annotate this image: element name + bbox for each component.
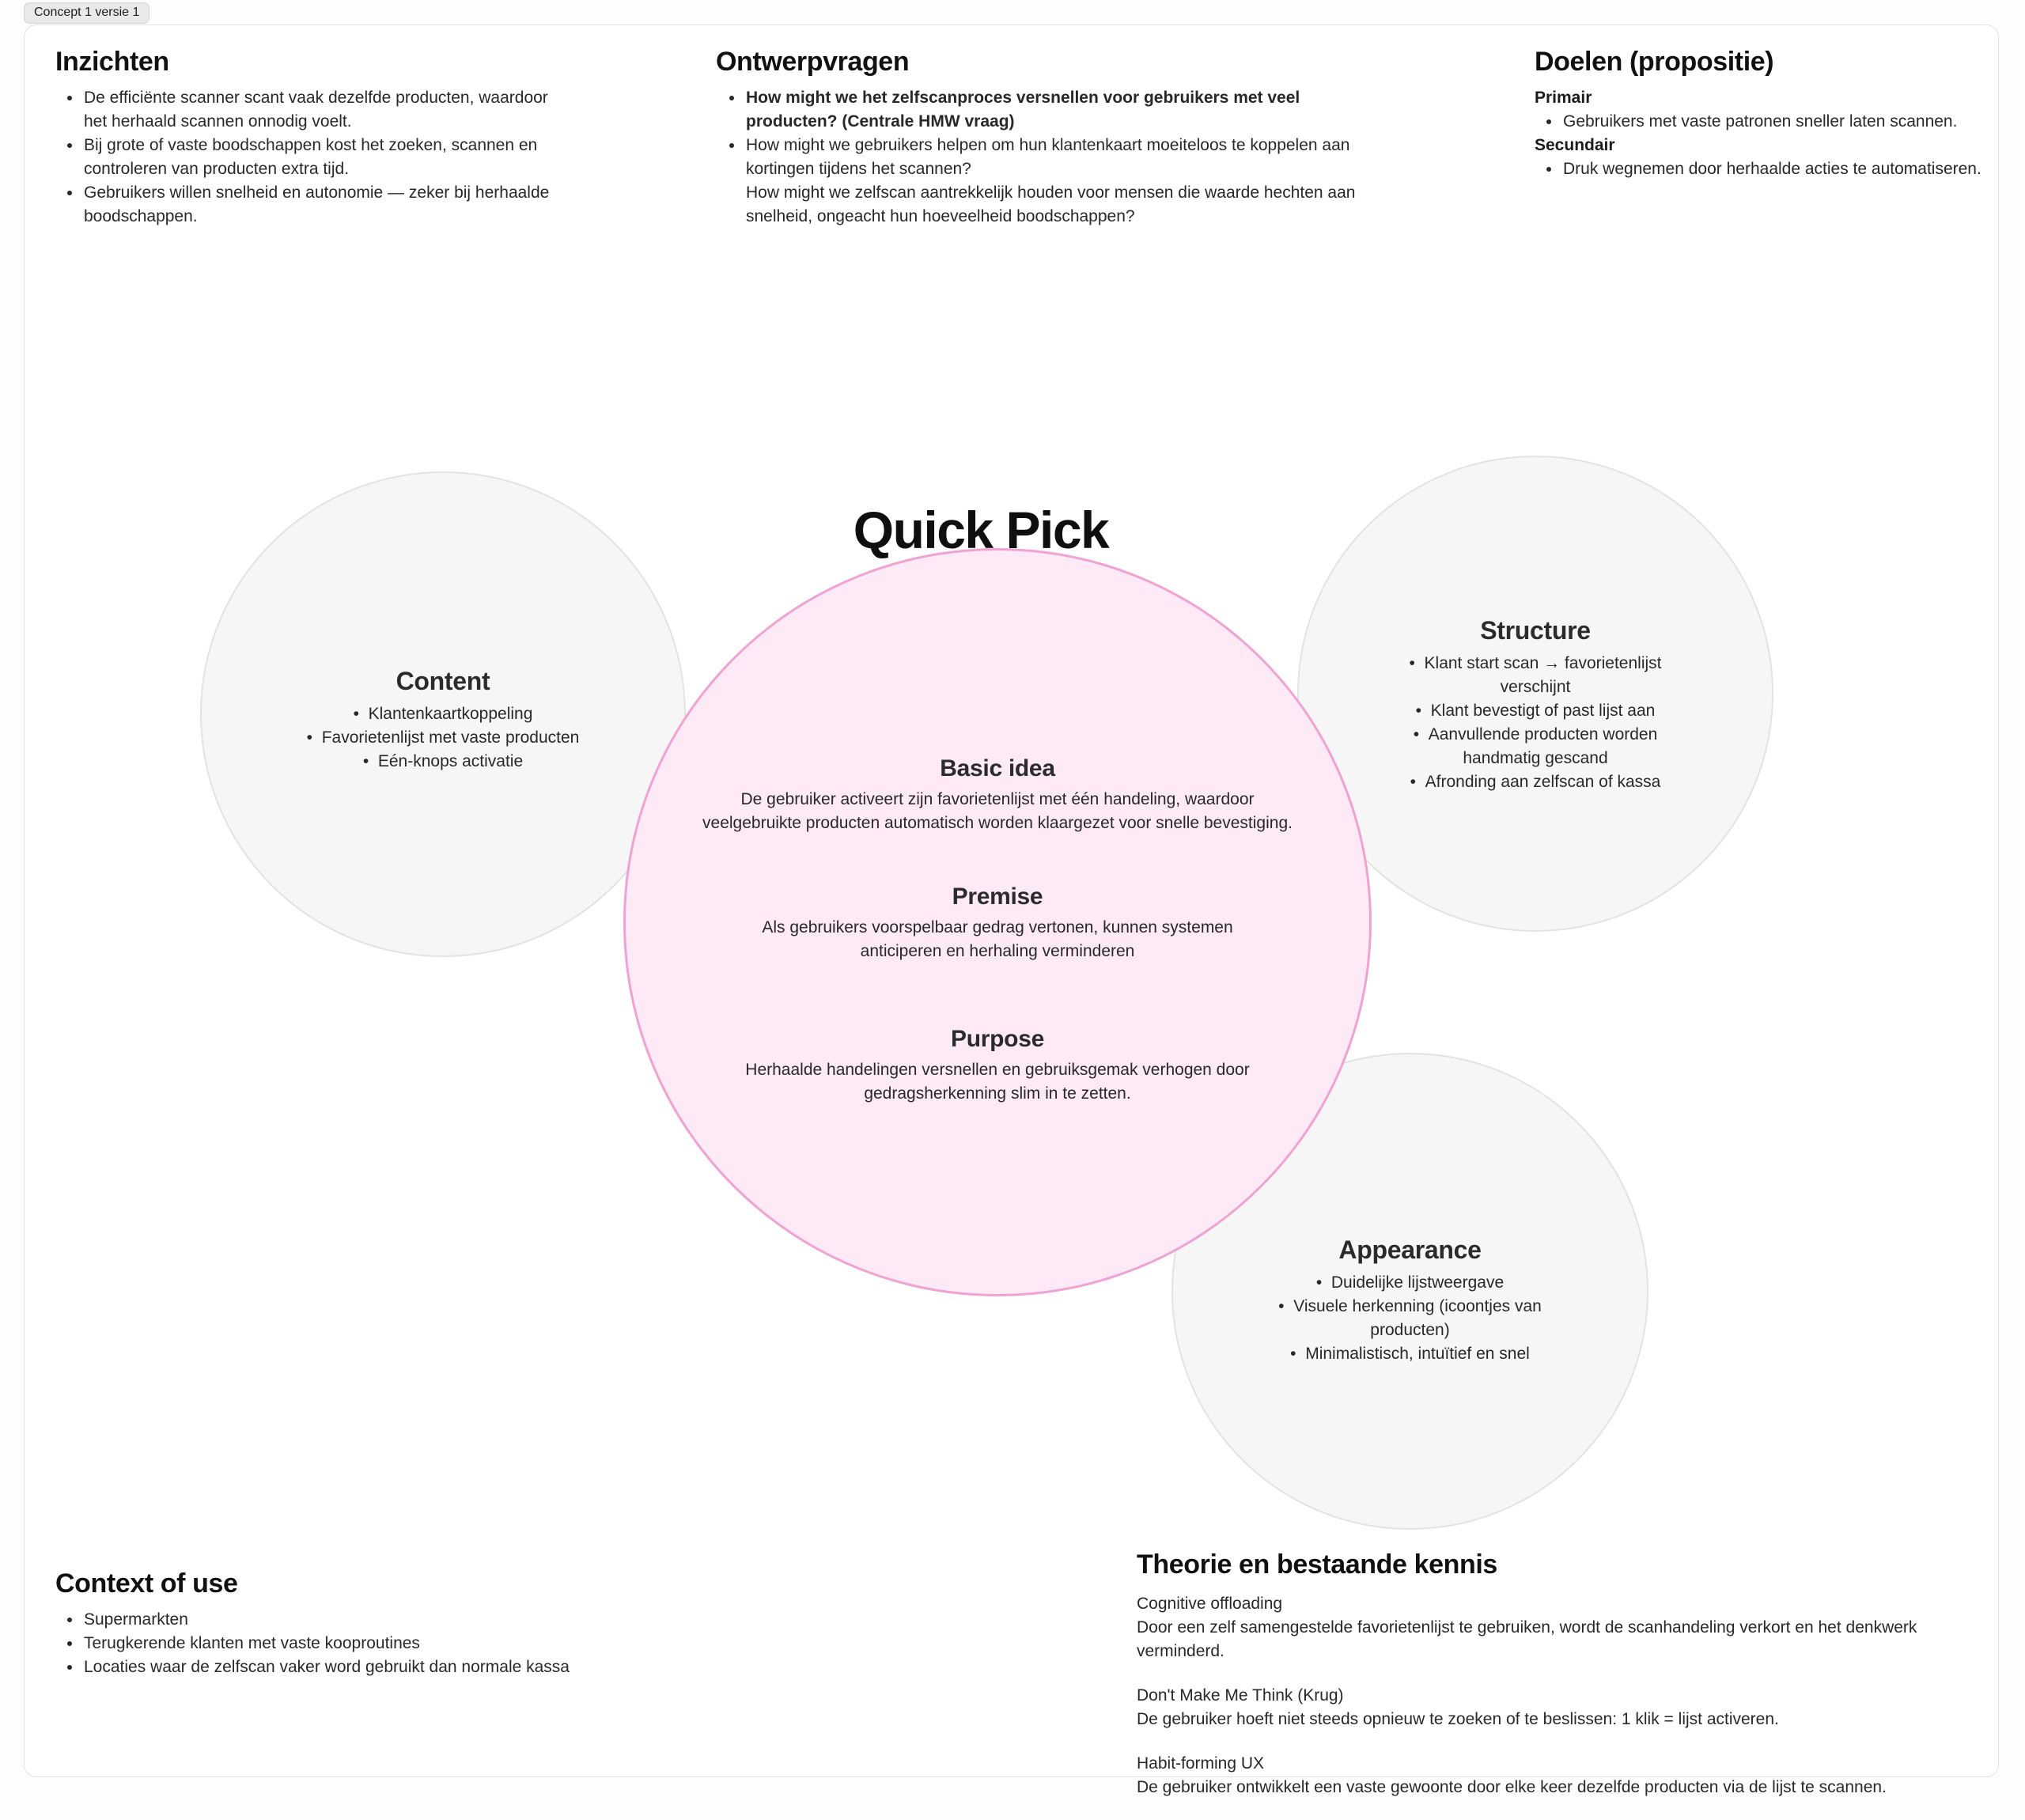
list-item: Gebruikers willen snelheid en autonomie … — [82, 181, 562, 229]
content-list: Klantenkaartkoppeling Favorietenlijst me… — [257, 702, 629, 774]
section-ontwerpvragen: Ontwerpvragen How might we het zelfscanp… — [716, 46, 1393, 229]
list-item: Visuele herkenning (icoontjes van produc… — [1252, 1295, 1569, 1342]
list-item: Afronding aan zelfscan of kassa — [1377, 770, 1694, 794]
theorie-block: Don't Make Me Think (Krug) De gebruiker … — [1137, 1684, 2004, 1731]
appearance-list: Duidelijke lijstweergave Visuele herkenn… — [1252, 1271, 1569, 1366]
ontwerpvragen-heading: Ontwerpvragen — [716, 47, 910, 77]
concept-title: Quick Pick — [853, 501, 1110, 559]
appearance-circle-body: Appearance Duidelijke lijstweergave Visu… — [1252, 1235, 1569, 1366]
structure-circle-body: Structure Klant start scan → favorietenl… — [1377, 615, 1694, 794]
list-item: Klant start scan → favorietenlijst versc… — [1377, 652, 1694, 699]
theorie-block: Habit-forming UX De gebruiker ontwikkelt… — [1137, 1752, 2004, 1799]
hmw-question-3: How might we zelfscan aantrekkelijk houd… — [746, 183, 1356, 225]
theorie-block-label: Cognitive offloading — [1137, 1594, 1283, 1613]
doelen-secundair-label: Secundair — [1535, 135, 1615, 154]
purpose-heading: Purpose — [951, 1026, 1044, 1052]
inzichten-list: De efficiënte scanner scant vaak dezelfd… — [55, 86, 562, 229]
hmw-question-2: How might we gebruikers helpen om hun kl… — [746, 135, 1350, 178]
content-circle-body: Content Klantenkaartkoppeling Favorieten… — [257, 666, 629, 774]
purpose-text: Herhaalde handelingen versnellen en gebr… — [745, 1061, 1250, 1103]
list-item: Minimalistisch, intuïtief en snel — [1252, 1342, 1569, 1366]
content-circle[interactable]: Content Klantenkaartkoppeling Favorieten… — [200, 471, 686, 957]
list-item: Klant bevestigt of past lijst aan — [1377, 699, 1694, 723]
list-item: How might we gebruikers helpen om hun kl… — [744, 134, 1393, 229]
section-doelen: Doelen (propositie) Primair Gebruikers m… — [1535, 46, 1993, 181]
premise-heading: Premise — [952, 884, 1043, 910]
section-context-of-use: Context of use Supermarkten Terugkerende… — [55, 1568, 672, 1679]
structure-heading: Structure — [1480, 616, 1591, 645]
list-item: Eén-knops activatie — [257, 750, 629, 774]
frame-label[interactable]: Concept 1 versie 1 — [24, 2, 150, 24]
purpose-block: Purpose Herhaalde handelingen versnellen… — [727, 1025, 1268, 1106]
context-list: Supermarkten Terugkerende klanten met va… — [55, 1608, 672, 1679]
premise-block: Premise Als gebruikers voorspelbaar gedr… — [735, 883, 1260, 963]
theorie-block-text: De gebruiker hoeft niet steeds opnieuw t… — [1137, 1709, 1779, 1728]
list-item: Gebruikers met vaste patronen sneller la… — [1561, 110, 1993, 134]
theorie-block-text: Door een zelf samengestelde favorietenli… — [1137, 1618, 1917, 1660]
content-heading: Content — [396, 667, 490, 695]
doelen-heading: Doelen (propositie) — [1535, 47, 1774, 77]
ontwerpvragen-list: How might we het zelfscanproces versnell… — [716, 86, 1393, 229]
list-item: Supermarkten — [82, 1608, 672, 1632]
section-theorie: Theorie en bestaande kennis Cognitive of… — [1137, 1549, 2004, 1820]
list-item: Terugkerende klanten met vaste kooprouti… — [82, 1632, 672, 1655]
list-item: Locaties waar de zelfscan vaker word geb… — [82, 1655, 672, 1679]
doelen-primair-label: Primair — [1535, 88, 1592, 107]
theorie-block-text: De gebruiker ontwikkelt een vaste gewoon… — [1137, 1777, 1887, 1796]
structure-list: Klant start scan → favorietenlijst versc… — [1377, 652, 1694, 794]
list-item-central-hmw: How might we het zelfscanproces versnell… — [744, 86, 1393, 134]
doelen-primair-list: Gebruikers met vaste patronen sneller la… — [1535, 110, 1993, 134]
theorie-block-label: Habit-forming UX — [1137, 1754, 1265, 1773]
section-inzichten: Inzichten De efficiënte scanner scant va… — [55, 46, 562, 229]
list-item: Klantenkaartkoppeling — [257, 702, 629, 726]
basic-idea-block: Basic idea De gebruiker activeert zijn f… — [693, 755, 1302, 835]
appearance-heading: Appearance — [1338, 1235, 1482, 1264]
theorie-heading: Theorie en bestaande kennis — [1137, 1549, 1497, 1580]
list-item: De efficiënte scanner scant vaak dezelfd… — [82, 86, 562, 134]
inzichten-heading: Inzichten — [55, 47, 169, 77]
context-heading: Context of use — [55, 1568, 238, 1599]
list-item: Aanvullende producten worden handmatig g… — [1377, 723, 1694, 770]
theorie-block-label: Don't Make Me Think (Krug) — [1137, 1686, 1344, 1705]
premise-text: Als gebruikers voorspelbaar gedrag verto… — [762, 918, 1233, 960]
list-item: Favorietenlijst met vaste producten — [257, 726, 629, 750]
basic-idea-text: De gebruiker activeert zijn favorietenli… — [702, 790, 1293, 832]
doelen-secundair-list: Druk wegnemen door herhaalde acties te a… — [1535, 157, 1993, 181]
concept-circle[interactable]: Basic idea De gebruiker activeert zijn f… — [623, 548, 1372, 1296]
list-item: Duidelijke lijstweergave — [1252, 1271, 1569, 1295]
list-item: Bij grote of vaste boodschappen kost het… — [82, 134, 562, 181]
basic-idea-heading: Basic idea — [940, 755, 1055, 781]
list-item: Druk wegnemen door herhaalde acties te a… — [1561, 157, 1993, 181]
theorie-block: Cognitive offloading Door een zelf samen… — [1137, 1592, 2004, 1663]
structure-circle[interactable]: Structure Klant start scan → favorietenl… — [1297, 456, 1773, 932]
